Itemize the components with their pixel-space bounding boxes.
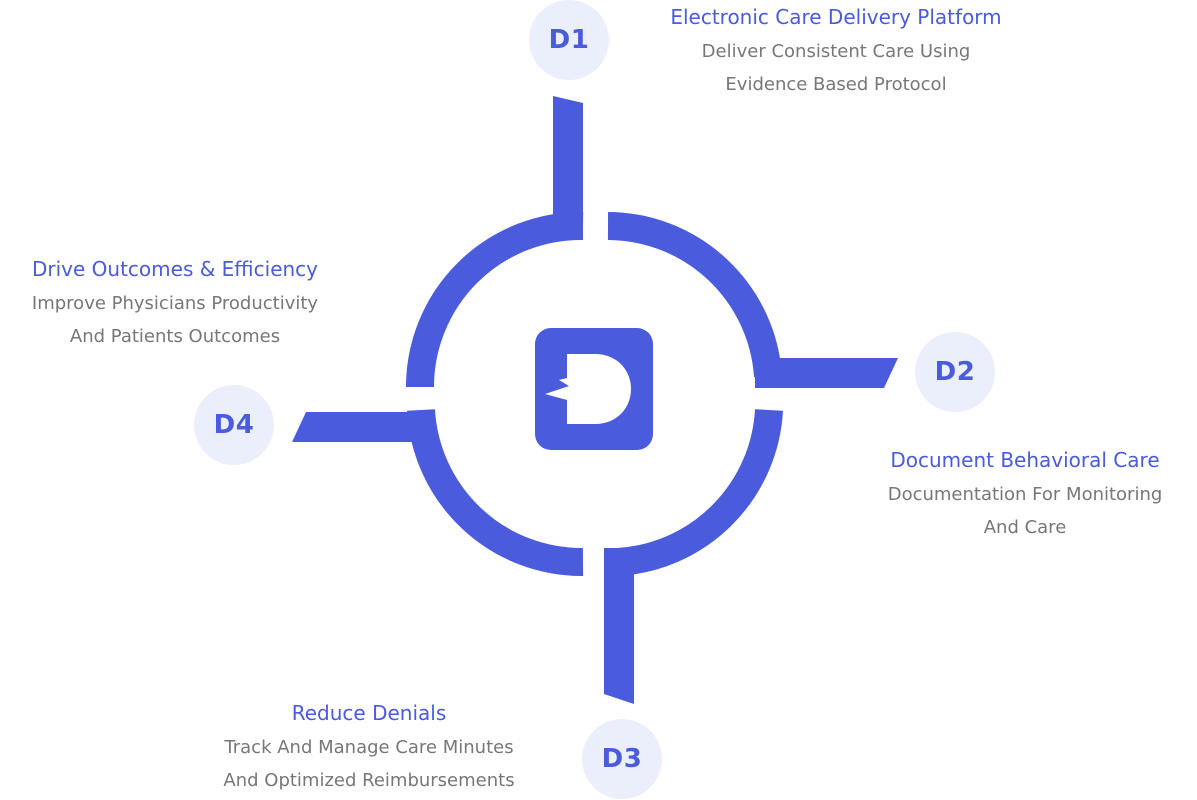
step-d1-title: Electronic Care Delivery Platform <box>670 5 1002 29</box>
step-d3-title: Reduce Denials <box>291 701 447 725</box>
step-d2-description-line2: And Care <box>983 517 1067 538</box>
badge-d4: D4 <box>194 385 274 465</box>
step-d3-description-line2: And Optimized Reimbursements <box>223 770 515 791</box>
step-d3-text: Reduce Denials Track And Manage Care Min… <box>184 701 554 797</box>
ring-segment-bottom-right <box>616 409 783 576</box>
step-d4-description-line2: And Patients Outcomes <box>69 326 281 347</box>
arm-left <box>292 412 432 442</box>
step-d1-description-line1: Deliver Consistent Care Using <box>701 41 971 62</box>
step-d2-description-line1: Documentation For Monitoring <box>887 484 1163 505</box>
ring-segment-top-right <box>607 212 782 378</box>
step-d1-text: Electronic Care Delivery Platform Delive… <box>636 5 1036 101</box>
badge-d3: D3 <box>582 719 662 799</box>
step-d2-title: Document Behavioral Care <box>890 448 1160 472</box>
step-d3-description-line1: Track And Manage Care Minutes <box>224 737 514 758</box>
ring-segment-bottom-left <box>407 409 584 577</box>
arm-right <box>755 358 898 388</box>
step-d2-text: Document Behavioral Care Documentation F… <box>855 448 1195 544</box>
arm-bottom <box>604 548 634 704</box>
step-d4-text: Drive Outcomes & Efficiency Improve Phys… <box>0 257 350 353</box>
badge-d2: D2 <box>915 332 995 412</box>
badge-d1: D1 <box>529 0 609 80</box>
d-logo-icon <box>535 328 653 450</box>
step-d4-description-line1: Improve Physicians Productivity <box>31 293 319 314</box>
step-d4-title: Drive Outcomes & Efficiency <box>31 257 319 281</box>
ring-segment-top-left <box>406 211 584 388</box>
step-d1-description-line2: Evidence Based Protocol <box>725 74 947 95</box>
arm-top <box>553 96 583 240</box>
